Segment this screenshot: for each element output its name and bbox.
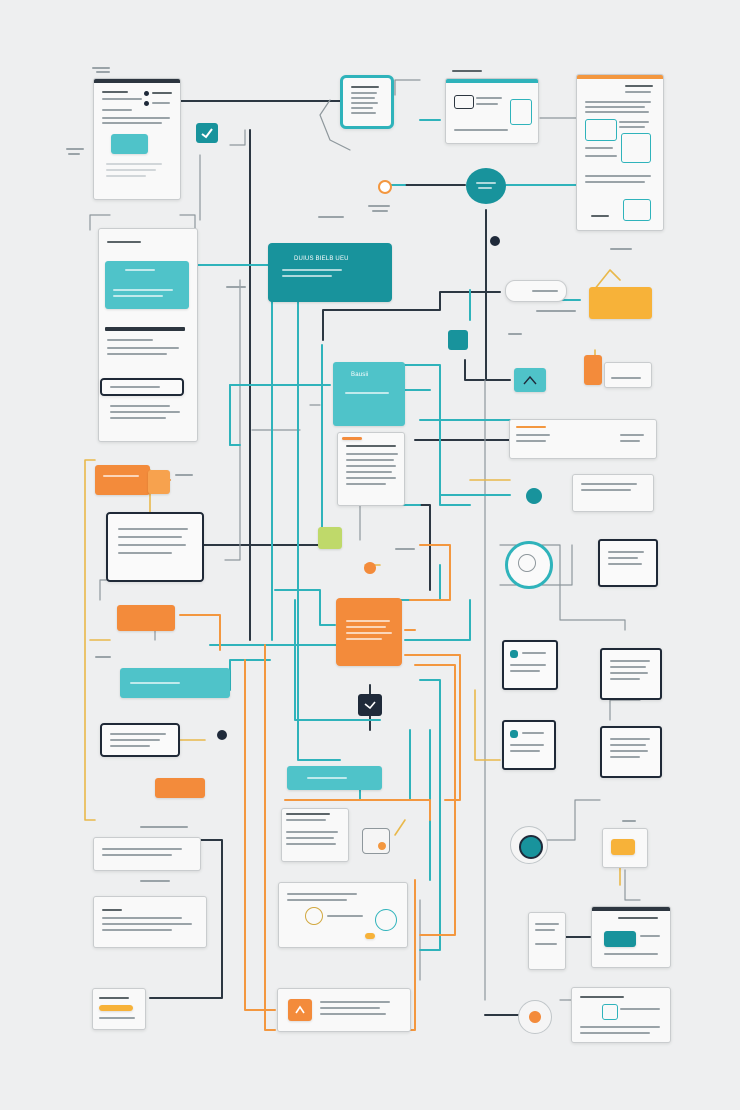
target-node[interactable]: [505, 541, 553, 589]
log-card: [281, 808, 349, 862]
detail-card[interactable]: [106, 512, 204, 582]
document-node[interactable]: [340, 75, 394, 129]
text-card[interactable]: [100, 723, 180, 757]
pointer-arrow-icon: [295, 1005, 305, 1014]
end-node[interactable]: [518, 1000, 552, 1034]
screen-card-e[interactable]: [600, 726, 662, 778]
hub-node[interactable]: [466, 168, 506, 204]
screen-card-b[interactable]: [502, 640, 558, 690]
main-process-label: DUIUS BIELB UEU: [294, 256, 349, 262]
output-card: [277, 988, 411, 1032]
orange-task[interactable]: [95, 465, 150, 495]
summary-card: [93, 896, 207, 948]
record-card: [337, 432, 405, 506]
config-panel: [278, 882, 408, 948]
yellow-flag[interactable]: [589, 287, 652, 319]
orange-chip[interactable]: [155, 778, 205, 798]
row-card: [509, 419, 657, 459]
footer-card: [92, 988, 146, 1030]
core-task-node[interactable]: [336, 598, 402, 666]
screen-card-d[interactable]: [502, 720, 556, 770]
decision-node[interactable]: Bausii: [333, 362, 405, 426]
teal-bar[interactable]: [120, 668, 230, 698]
overview-panel: [93, 78, 181, 200]
checkmark-icon: [201, 128, 213, 139]
pen-icon: [448, 330, 468, 350]
teal-status-bar[interactable]: [287, 766, 382, 790]
form-panel: [98, 228, 198, 442]
pill-node[interactable]: [505, 280, 567, 302]
screen-card-a[interactable]: [598, 539, 658, 587]
main-process-node[interactable]: DUIUS BIELB UEU: [268, 243, 392, 302]
dashboard-card: [591, 906, 671, 968]
event-card: [572, 474, 654, 512]
chevron-node[interactable]: [358, 694, 382, 716]
junction-dot: [490, 236, 500, 246]
alert-card: [602, 828, 648, 868]
chevron-down-icon: [364, 701, 376, 710]
caption: [92, 67, 110, 69]
stack-card: [528, 912, 566, 970]
checkpoint-node[interactable]: [196, 123, 218, 143]
input-field[interactable]: [100, 378, 184, 396]
media-node[interactable]: [510, 826, 548, 864]
report-card: [571, 987, 671, 1043]
orange-step[interactable]: [117, 605, 175, 631]
screen-card-c[interactable]: [600, 648, 662, 700]
preview-panel: [445, 70, 539, 144]
decision-label: Bausii: [351, 372, 369, 378]
spec-sheet: [576, 74, 664, 231]
note-card: [93, 837, 201, 871]
lightbulb-icon: [318, 527, 342, 549]
cursor-node[interactable]: [514, 368, 546, 392]
teal-card[interactable]: [105, 261, 189, 309]
mini-card: [604, 362, 652, 388]
